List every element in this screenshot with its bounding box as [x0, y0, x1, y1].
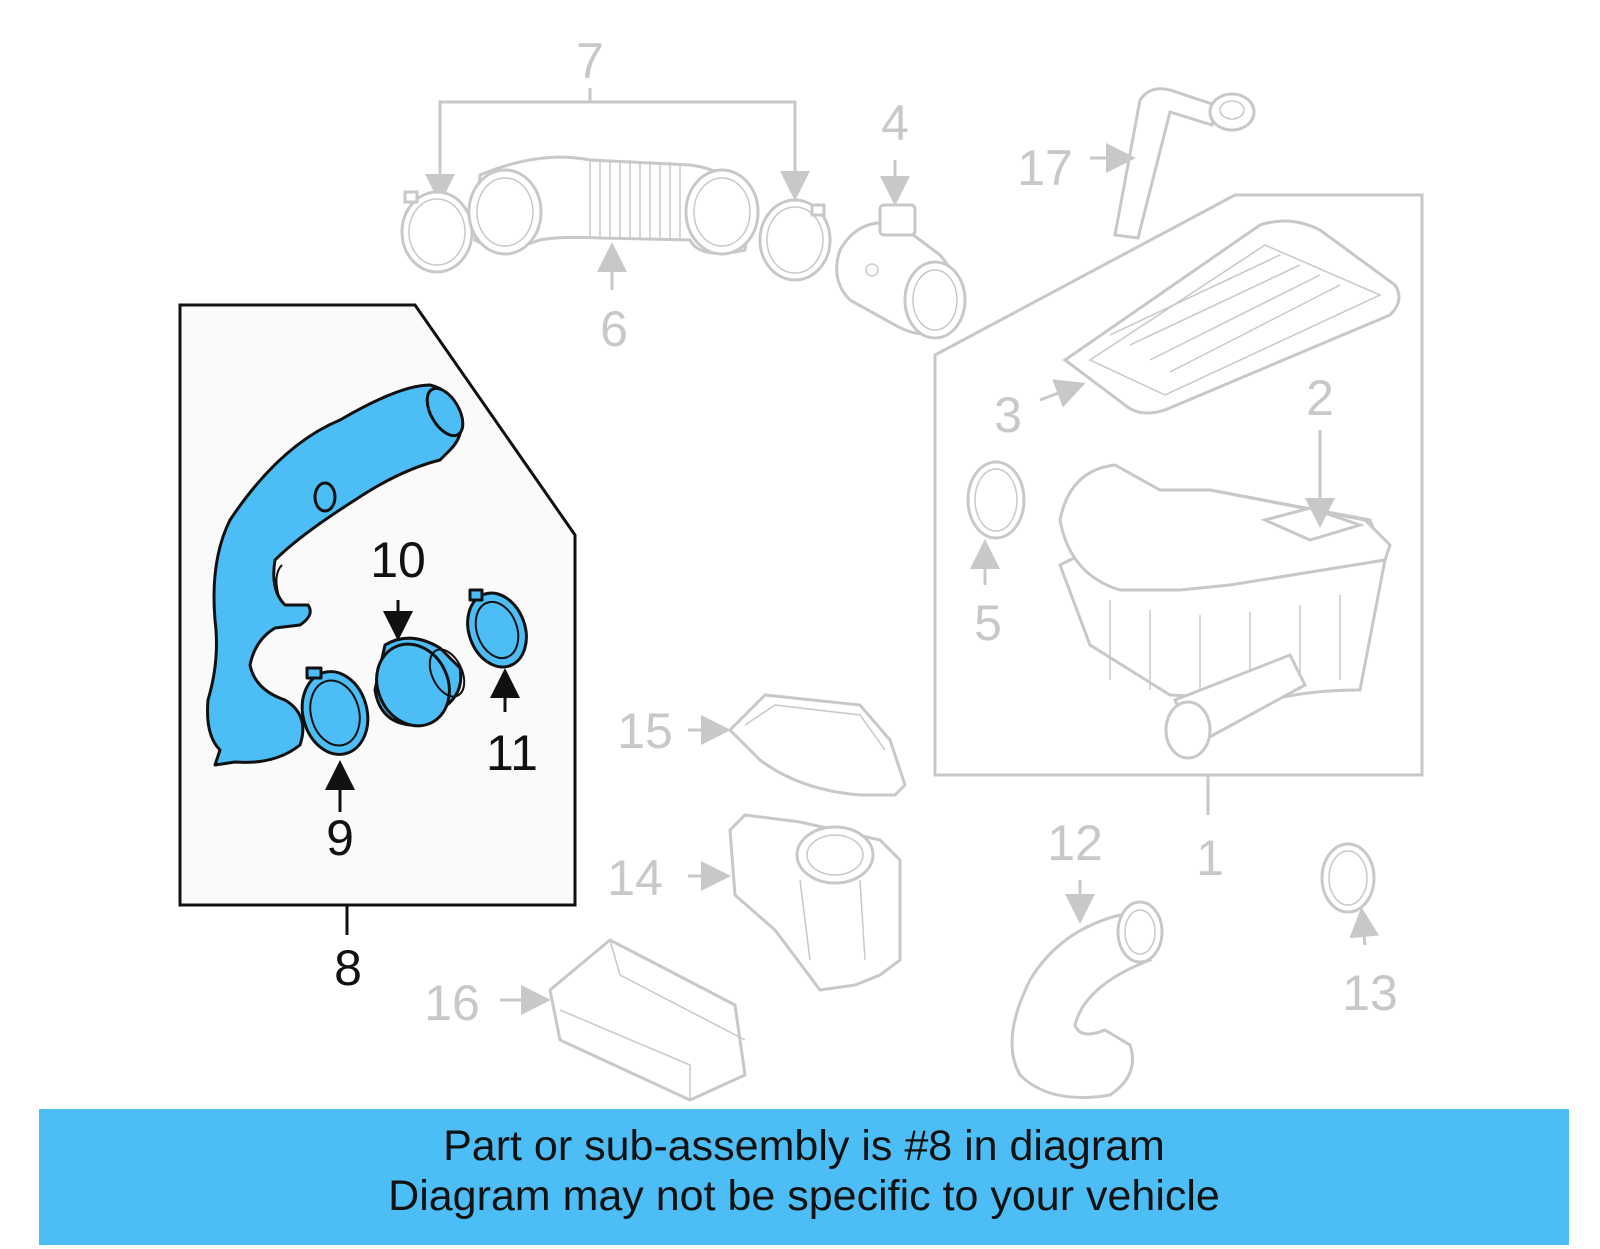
- hose-clamp-left-icon: [400, 190, 474, 274]
- callout-3: 3: [994, 387, 1022, 443]
- part-3-filter-cover-icon: [1062, 219, 1401, 415]
- part-1-group-outline: [933, 193, 1424, 777]
- hose-clamp-right-icon: [758, 198, 832, 282]
- part-5-gasket-icon: [966, 460, 1026, 540]
- part-11-hose-clamp-icon: [466, 588, 528, 669]
- callout-12: 12: [1047, 815, 1103, 871]
- part-13-hose-clamp-icon: [1320, 842, 1376, 914]
- callout-2: 2: [1306, 370, 1334, 426]
- part-16-air-duct-icon: [548, 938, 747, 1102]
- part-10-coupler-icon: [373, 636, 466, 728]
- callout-11: 11: [486, 725, 538, 781]
- callout-14: 14: [607, 850, 663, 906]
- part-7-bracket: [425, 88, 810, 204]
- part-17-breather-hose-icon: [1113, 87, 1256, 240]
- callout-13: 13: [1342, 965, 1398, 1021]
- callout-9: 9: [326, 810, 354, 866]
- part-6-intake-bellows-icon: [467, 155, 760, 256]
- callout-16: 16: [424, 975, 480, 1031]
- part-15-duct-cover-icon: [727, 693, 907, 797]
- callout-7: 7: [576, 33, 604, 89]
- part-12-elbow-hose-icon: [1010, 900, 1164, 1099]
- callout-6: 6: [600, 301, 628, 357]
- part-9-hose-clamp-icon: [300, 666, 370, 756]
- callout-17: 17: [1017, 140, 1073, 196]
- part-1-air-cleaner-housing-icon: [1058, 463, 1392, 760]
- callout-1: 1: [1196, 830, 1224, 886]
- banner-line-1: Part or sub-assembly is #8 in diagram: [443, 1122, 1165, 1170]
- callout-10: 10: [370, 532, 426, 588]
- callout-5: 5: [974, 595, 1002, 651]
- part-4-air-flow-sensor-icon: [835, 203, 967, 340]
- part-8-intake-tube-icon: [206, 383, 465, 767]
- banner-line-2: Diagram may not be specific to your vehi…: [388, 1172, 1220, 1220]
- info-banner: Part or sub-assembly is #8 in diagram Di…: [39, 1109, 1569, 1245]
- part-14-resonator-icon: [728, 813, 902, 992]
- callout-4: 4: [881, 95, 909, 151]
- callout-15: 15: [617, 703, 673, 759]
- callout-8: 8: [334, 940, 362, 996]
